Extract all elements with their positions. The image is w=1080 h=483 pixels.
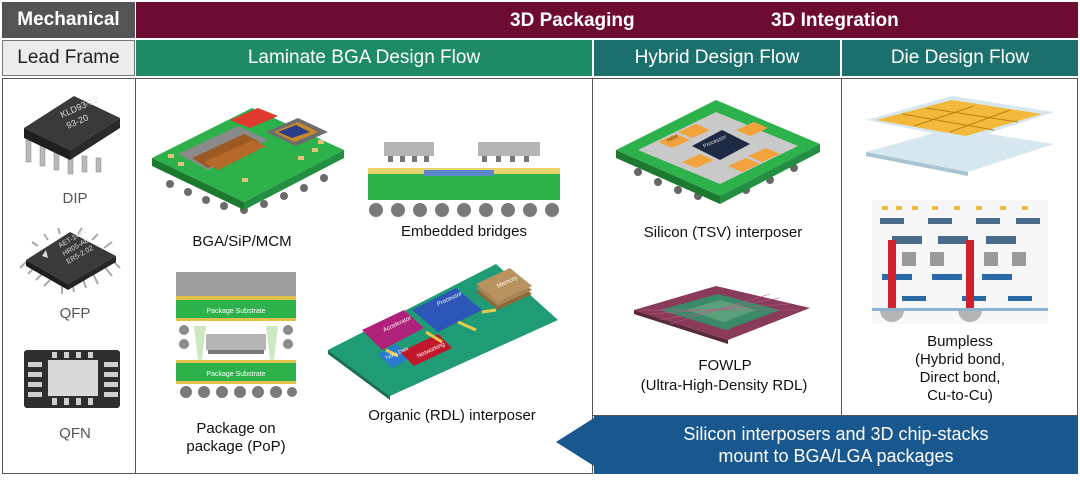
pop-illustration: Package Substrate Package Substrate [176, 272, 297, 398]
die-design-header: Die Design Flow [842, 40, 1078, 76]
left-arrow-icon [556, 418, 594, 466]
pop-bottom-substrate-label: Package Substrate [206, 371, 265, 378]
bumpless-label-line3: Direct bond, [919, 369, 1001, 386]
bga-sip-mcm-label: BGA/SiP/MCM [192, 233, 292, 250]
bga-sip-mcm-illustration [152, 108, 344, 214]
embedded-bridges-label: Embedded bridges [401, 223, 527, 240]
fowlp-illustration [634, 286, 810, 344]
3d-header-bar: 3D Packaging 3D Integration [136, 2, 1078, 38]
pop-top-substrate-label: Package Substrate [206, 308, 265, 315]
silicon-tsv-interposer-illustration: Processor HBM [616, 100, 820, 204]
mount-banner: Silicon interposers and 3D chip-stacks m… [594, 416, 1078, 474]
3d-packaging-header: 3D Packaging [510, 10, 635, 31]
dip-label: DIP [62, 190, 88, 207]
qfp-chip-illustration: AET-14KL HR05-AE ER5-2.02 [19, 227, 121, 294]
3d-integration-header: 3D Integration [771, 10, 899, 31]
fowlp-label-line2: (Ultra-High-Density RDL) [640, 377, 808, 394]
organic-rdl-interposer-illustration: Accelerator Processor Memory Networking … [328, 264, 558, 400]
dip-chip-illustration: KLD93-12 93-20 [24, 94, 120, 175]
bumpless-cross-section-illustration [872, 200, 1048, 324]
qfn-chip-illustration [24, 350, 120, 408]
bumpless-label-line4: Cu-to-Cu) [927, 387, 993, 404]
tsv-hbm-label: HBM [666, 134, 679, 144]
stacked-die-illustration [866, 96, 1054, 176]
qfn-label: QFN [59, 425, 91, 442]
silicon-tsv-label: Silicon (TSV) interposer [643, 224, 803, 241]
embedded-bridges-illustration [368, 142, 560, 217]
pop-label-line2: package (PoP) [186, 438, 286, 455]
qfp-label: QFP [59, 305, 91, 322]
hybrid-design-header: Hybrid Design Flow [594, 40, 840, 76]
laminate-bga-header: Laminate BGA Design Flow [136, 40, 592, 76]
banner-line2: mount to BGA/LGA packages [718, 446, 954, 466]
banner-line1: Silicon interposers and 3D chip-stacks [683, 424, 989, 444]
lead-frame-header: Lead Frame [2, 40, 135, 76]
pop-label-line1: Package on [196, 420, 276, 437]
bumpless-label-line2: (Hybrid bond, [914, 351, 1006, 368]
organic-rdl-label: Organic (RDL) interposer [368, 407, 536, 424]
bumpless-label-line1: Bumpless [927, 333, 993, 350]
fowlp-label-line1: FOWLP [698, 357, 752, 374]
mechanical-header: Mechanical [2, 2, 135, 38]
